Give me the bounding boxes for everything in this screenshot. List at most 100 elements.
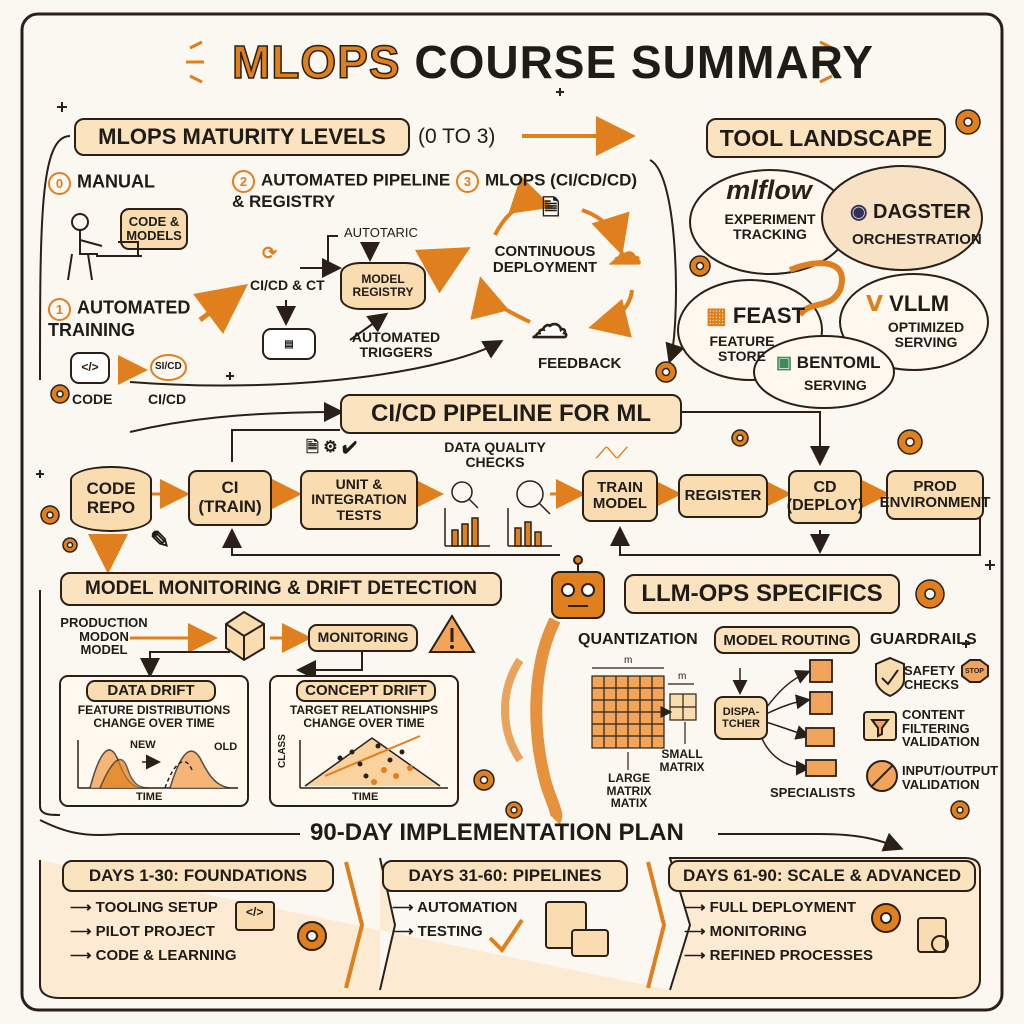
cicd-heading: CI/CD PIPELINE FOR ML [340, 394, 682, 434]
monitoring-box: MONITORING [308, 624, 418, 652]
feast-icon: ▦ [706, 303, 733, 328]
phase-3-title: DAYS 61-90: SCALE & ADVANCED [668, 860, 976, 892]
vllm-name: VLLM [889, 291, 950, 316]
data-drift-new: NEW [130, 739, 156, 751]
level-0-text: MANUAL [77, 171, 155, 192]
stage-data-quality: DATA QUALITY CHECKS [444, 439, 546, 470]
phase-2-item-text: TESTING [417, 923, 483, 940]
triggers-window-icon: ▤ [262, 328, 316, 360]
large-matrix-dim: m [624, 655, 633, 666]
level-2-text: AUTOMATED PIPELINE & REGISTRY [232, 170, 451, 211]
dagster-name: DAGSTER [873, 201, 971, 223]
tool-landscape-heading: TOOL LANDSCAPE [706, 118, 946, 158]
maturity-range: (0 TO 3) [418, 125, 496, 148]
feast-desc: FEATURE STORE [709, 333, 775, 364]
content-filtering-label: CONTENT FILTERING VALIDATION [902, 707, 980, 750]
dispatcher-box: DISPA- TCHER [714, 696, 768, 740]
level-2-number: 2 [232, 170, 255, 193]
trend-icon: ⟋⟍⟋ [596, 445, 628, 462]
level-0-label: 0 MANUAL [48, 172, 155, 195]
dagster-logo: ◉ DAGSTER [850, 202, 971, 223]
specialists-label: SPECIALISTS [770, 785, 856, 800]
stage-tests: UNIT & INTEGRATION TESTS [300, 470, 418, 530]
test-icons: 🗎 ⚙ ✔ [306, 439, 357, 456]
phase-1-item-text: PILOT PROJECT [95, 923, 215, 940]
data-drift-xlabel: TIME [136, 791, 163, 803]
phase-2-item: ⟶ AUTOMATION [392, 899, 518, 916]
io-validation-label: INPUT/OUTPUT VALIDATION [902, 763, 999, 792]
phase-2-item-text: AUTOMATION [417, 899, 518, 916]
level-1-code: CODE [72, 391, 113, 407]
concept-drift-desc: TARGET RELATIONSHIPS CHANGE OVER TIME [289, 703, 439, 730]
level-1-text: AUTOMATED TRAINING [48, 297, 191, 340]
bentoml-name: BENTOML [796, 353, 881, 372]
model-registry: MODEL REGISTRY [340, 262, 426, 310]
maturity-heading: MLOPS MATURITY LEVELS [74, 118, 410, 156]
stage-train-model: TRAIN MODEL [582, 470, 658, 522]
production-model-label: PRODUCTION MODON MODEL [60, 615, 148, 658]
stage-prod-environment: PROD ENVIRONMENT [880, 470, 990, 520]
phase-2-item: ⟶ TESTING [392, 923, 483, 940]
safety-checks-label: SAFETY CHECKS [904, 663, 959, 692]
mlflow-logo: mlflow [726, 175, 812, 205]
page-title: MLOPS COURSE SUMMARY [231, 36, 874, 88]
phase-2-list: ⟶ AUTOMATION ⟶ TESTING [392, 898, 517, 946]
continuous-deployment-label: CONTINUOUS DEPLOYMENT [492, 243, 598, 276]
guardrails-title: GUARDRAILS [870, 631, 977, 648]
bentoml-desc: SERVING [804, 377, 867, 393]
feedback-label: FEEDBACK [538, 355, 622, 372]
plan-heading: 90-DAY IMPLEMENTATION PLAN [310, 819, 684, 846]
concept-drift-title: CONCEPT DRIFT [296, 680, 436, 702]
dagster-desc: ORCHESTRATION [852, 231, 982, 248]
phase-1-title: DAYS 1-30: FOUNDATIONS [62, 860, 334, 892]
stage-ci-train: CI (TRAIN) [188, 470, 272, 526]
llmops-heading: LLM-OPS SPECIFICS [624, 574, 900, 614]
phase-3-item: ⟶ FULL DEPLOYMENT [684, 899, 857, 916]
phase-3-item: ⟶ MONITORING [684, 923, 807, 940]
document-icon: 🗎 [542, 195, 560, 220]
quantization-title: QUANTIZATION [578, 631, 698, 648]
phase-3-list: ⟶ FULL DEPLOYMENT ⟶ MONITORING ⟶ REFINED… [684, 898, 873, 970]
concept-drift-ylabel: CLASS [277, 734, 288, 768]
phase-3-item-text: FULL DEPLOYMENT [709, 899, 857, 916]
stage-cd-deploy: CD (DEPLOY) [787, 470, 863, 524]
phase-1-item-text: TOOLING SETUP [95, 899, 218, 916]
feast-name: FEAST [732, 303, 806, 328]
level-1-number: 1 [48, 298, 71, 321]
pipeline-cycle-icon: ⟳ [262, 243, 278, 263]
vllm-desc: OPTIMIZED SERVING [887, 319, 965, 350]
bentoml-logo: ▣ BENTOML [776, 354, 881, 372]
vllm-logo: 𝗩 VLLM [866, 292, 949, 315]
data-drift-title: DATA DRIFT [86, 680, 216, 702]
level-3-text: MLOPS (CI/CD/CD) [485, 170, 638, 190]
stage-register: REGISTER [678, 474, 768, 518]
feedback-cloud-icon: ☁ [531, 304, 569, 345]
small-matrix-label: SMALL MATRIX [659, 747, 705, 774]
code-window-icon: </> [246, 905, 264, 919]
level-0-number: 0 [48, 172, 71, 195]
title-accent: MLOPS [231, 36, 401, 88]
phase-1-item-text: CODE & LEARNING [95, 947, 237, 964]
phase-3-item: ⟶ REFINED PROCESSES [684, 947, 874, 964]
phase-2-title: DAYS 31-60: PIPELINES [382, 860, 628, 892]
bentoml-icon: ▣ [776, 353, 797, 372]
developer-desk-icon [67, 213, 142, 281]
data-drift-desc: FEATURE DISTRIBUTIONS CHANGE OVER TIME [77, 703, 231, 730]
title-rest: COURSE SUMMARY [414, 36, 874, 88]
monitoring-heading: MODEL MONITORING & DRIFT DETECTION [60, 572, 502, 606]
feast-logo: ▦ FEAST [706, 304, 805, 327]
cloud-icon: ☁ [608, 234, 642, 272]
model-routing-title: MODEL ROUTING [714, 626, 860, 654]
cicd-cycle-icon: SI/CD [150, 354, 187, 381]
large-matrix-label: LARGE MATRIX MATIX [606, 771, 652, 811]
dagster-icon: ◉ [850, 201, 874, 223]
data-drift-old: OLD [214, 741, 238, 753]
mlflow-desc: EXPERIMENT TRACKING [724, 211, 816, 242]
automated-triggers-label: AUTOMATED TRIGGERS [351, 329, 441, 360]
stop-sign-icon: STOP [965, 668, 984, 675]
notepad-icon: ✎ [150, 527, 171, 554]
